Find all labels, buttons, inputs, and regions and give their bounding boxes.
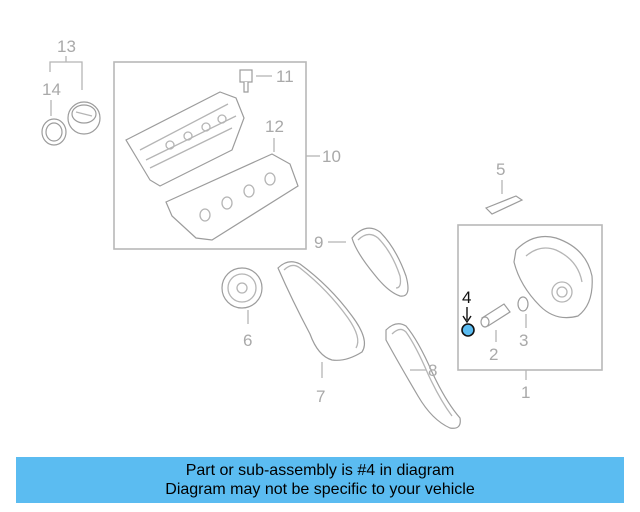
callout-13: 13 [57, 37, 76, 56]
part-10-group: 10 11 12 [113, 61, 341, 250]
banner-line-2: Diagram may not be specific to your vehi… [165, 481, 475, 498]
timing-cover-rib-1 [525, 247, 583, 283]
callout-11: 11 [276, 67, 294, 86]
gasket-hole-1 [199, 208, 211, 222]
callout-12: 12 [265, 117, 284, 136]
tube-end [480, 316, 490, 328]
valve-cover-boss-1 [165, 140, 175, 150]
sensor-part-5 [484, 195, 524, 215]
timing-chain-part-9 [351, 227, 409, 297]
sprocket-inner [227, 273, 257, 303]
seal-ring-inner [45, 122, 63, 142]
timing-chain-part-8 [385, 323, 461, 429]
valve-cover-boss-3 [201, 122, 211, 132]
part-13-group: 13 14 [41, 37, 101, 146]
o-ring-part-3 [517, 296, 529, 312]
parts-diagram: 13 14 10 11 12 5 [41, 37, 603, 429]
part-1-group: 1 2 3 4 [457, 224, 603, 402]
callout-8: 8 [428, 361, 437, 380]
callout-6: 6 [243, 331, 252, 350]
oil-cap-grip [75, 111, 93, 117]
part-6-group: 6 [221, 267, 263, 350]
bolt-part-11 [239, 69, 253, 83]
assembly-box-1 [457, 224, 603, 371]
timing-chain-part-7 [277, 261, 365, 361]
gasket-hole-3 [243, 184, 255, 198]
timing-chain-9-inner [357, 233, 402, 289]
bolt-shank [243, 82, 249, 93]
callout-2: 2 [489, 345, 498, 364]
callout-1: 1 [521, 383, 530, 402]
seal-part-4-highlighted[interactable] [461, 323, 475, 337]
valve-cover-boss-2 [183, 131, 193, 141]
valve-cover-boss-4 [217, 114, 227, 124]
callout-14: 14 [42, 80, 61, 99]
part-7-group: 7 [277, 261, 365, 406]
callout-7: 7 [316, 387, 325, 406]
part-9-group: 9 [314, 227, 409, 297]
gasket-hole-2 [221, 196, 233, 210]
part-5-group: 5 [484, 160, 524, 215]
timing-cover-seal-inner [556, 286, 568, 298]
callout-9: 9 [314, 233, 323, 252]
leader-4-arrowhead [462, 315, 472, 324]
timing-cover-part [513, 235, 593, 319]
leader-13 [49, 56, 83, 90]
timing-chain-7-inner [283, 264, 359, 349]
info-banner: Part or sub-assembly is #4 in diagram Di… [16, 457, 624, 503]
callout-3: 3 [519, 331, 528, 350]
callout-5: 5 [496, 160, 505, 179]
callout-10: 10 [322, 147, 341, 166]
part-8-group: 8 [385, 323, 461, 429]
gasket-hole-4 [264, 172, 276, 186]
timing-cover-seal-bore [551, 281, 573, 303]
sprocket-hub [236, 282, 248, 294]
callout-4: 4 [462, 288, 471, 307]
timing-chain-8-inner [391, 328, 453, 417]
valve-gasket-part-12 [165, 153, 299, 241]
banner-line-1: Part or sub-assembly is #4 in diagram [185, 462, 455, 479]
